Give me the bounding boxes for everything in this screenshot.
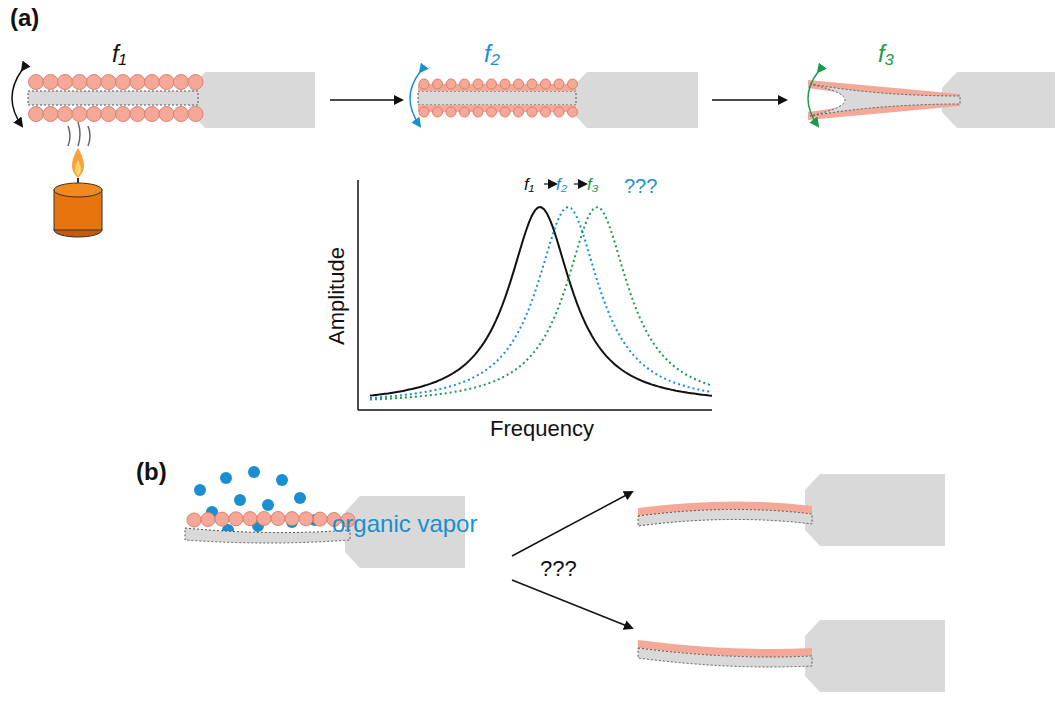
shift-arrow (574, 183, 586, 184)
beam (638, 648, 812, 667)
holder (572, 72, 698, 128)
oscillation-arrow (410, 72, 420, 126)
holder (805, 474, 945, 546)
curve (370, 207, 712, 398)
step-arrow (330, 99, 402, 101)
beam (28, 91, 198, 105)
outcome-arrow (512, 580, 632, 628)
peak-label: f₁ (524, 176, 534, 193)
oscillation-arrow (12, 70, 22, 126)
particles (29, 75, 204, 122)
beam (185, 528, 350, 543)
outcome-arrow (512, 492, 632, 556)
question-mark: ??? (624, 176, 657, 196)
holder (805, 620, 945, 692)
particles (419, 79, 578, 117)
x-axis (358, 409, 712, 411)
vapor-label: organic vapor (332, 512, 477, 536)
particles (187, 512, 355, 528)
film (808, 80, 960, 120)
shift-arrow (544, 183, 556, 184)
peak-label: f₂ (556, 176, 567, 193)
frequency-label: f₁ (112, 42, 126, 66)
frequency-label: f₂ (484, 42, 500, 66)
holder (190, 72, 315, 128)
curve (370, 207, 712, 396)
axis-label: Amplitude (326, 247, 348, 345)
oscillation-arrow (808, 72, 818, 126)
beam (418, 91, 576, 105)
question-mark: ??? (540, 558, 577, 580)
beam (638, 509, 812, 526)
vapor-molecules (194, 466, 321, 536)
frequency-label: f₃ (878, 42, 894, 66)
panel-letter: (a) (10, 6, 39, 30)
curve (370, 207, 712, 400)
y-axis (357, 180, 359, 410)
axis-label: Frequency (490, 418, 594, 440)
step-arrow (712, 99, 786, 101)
beam (810, 84, 960, 116)
candle (54, 122, 102, 237)
panel-letter: (b) (136, 460, 167, 484)
peak-label: f₃ (587, 176, 598, 193)
